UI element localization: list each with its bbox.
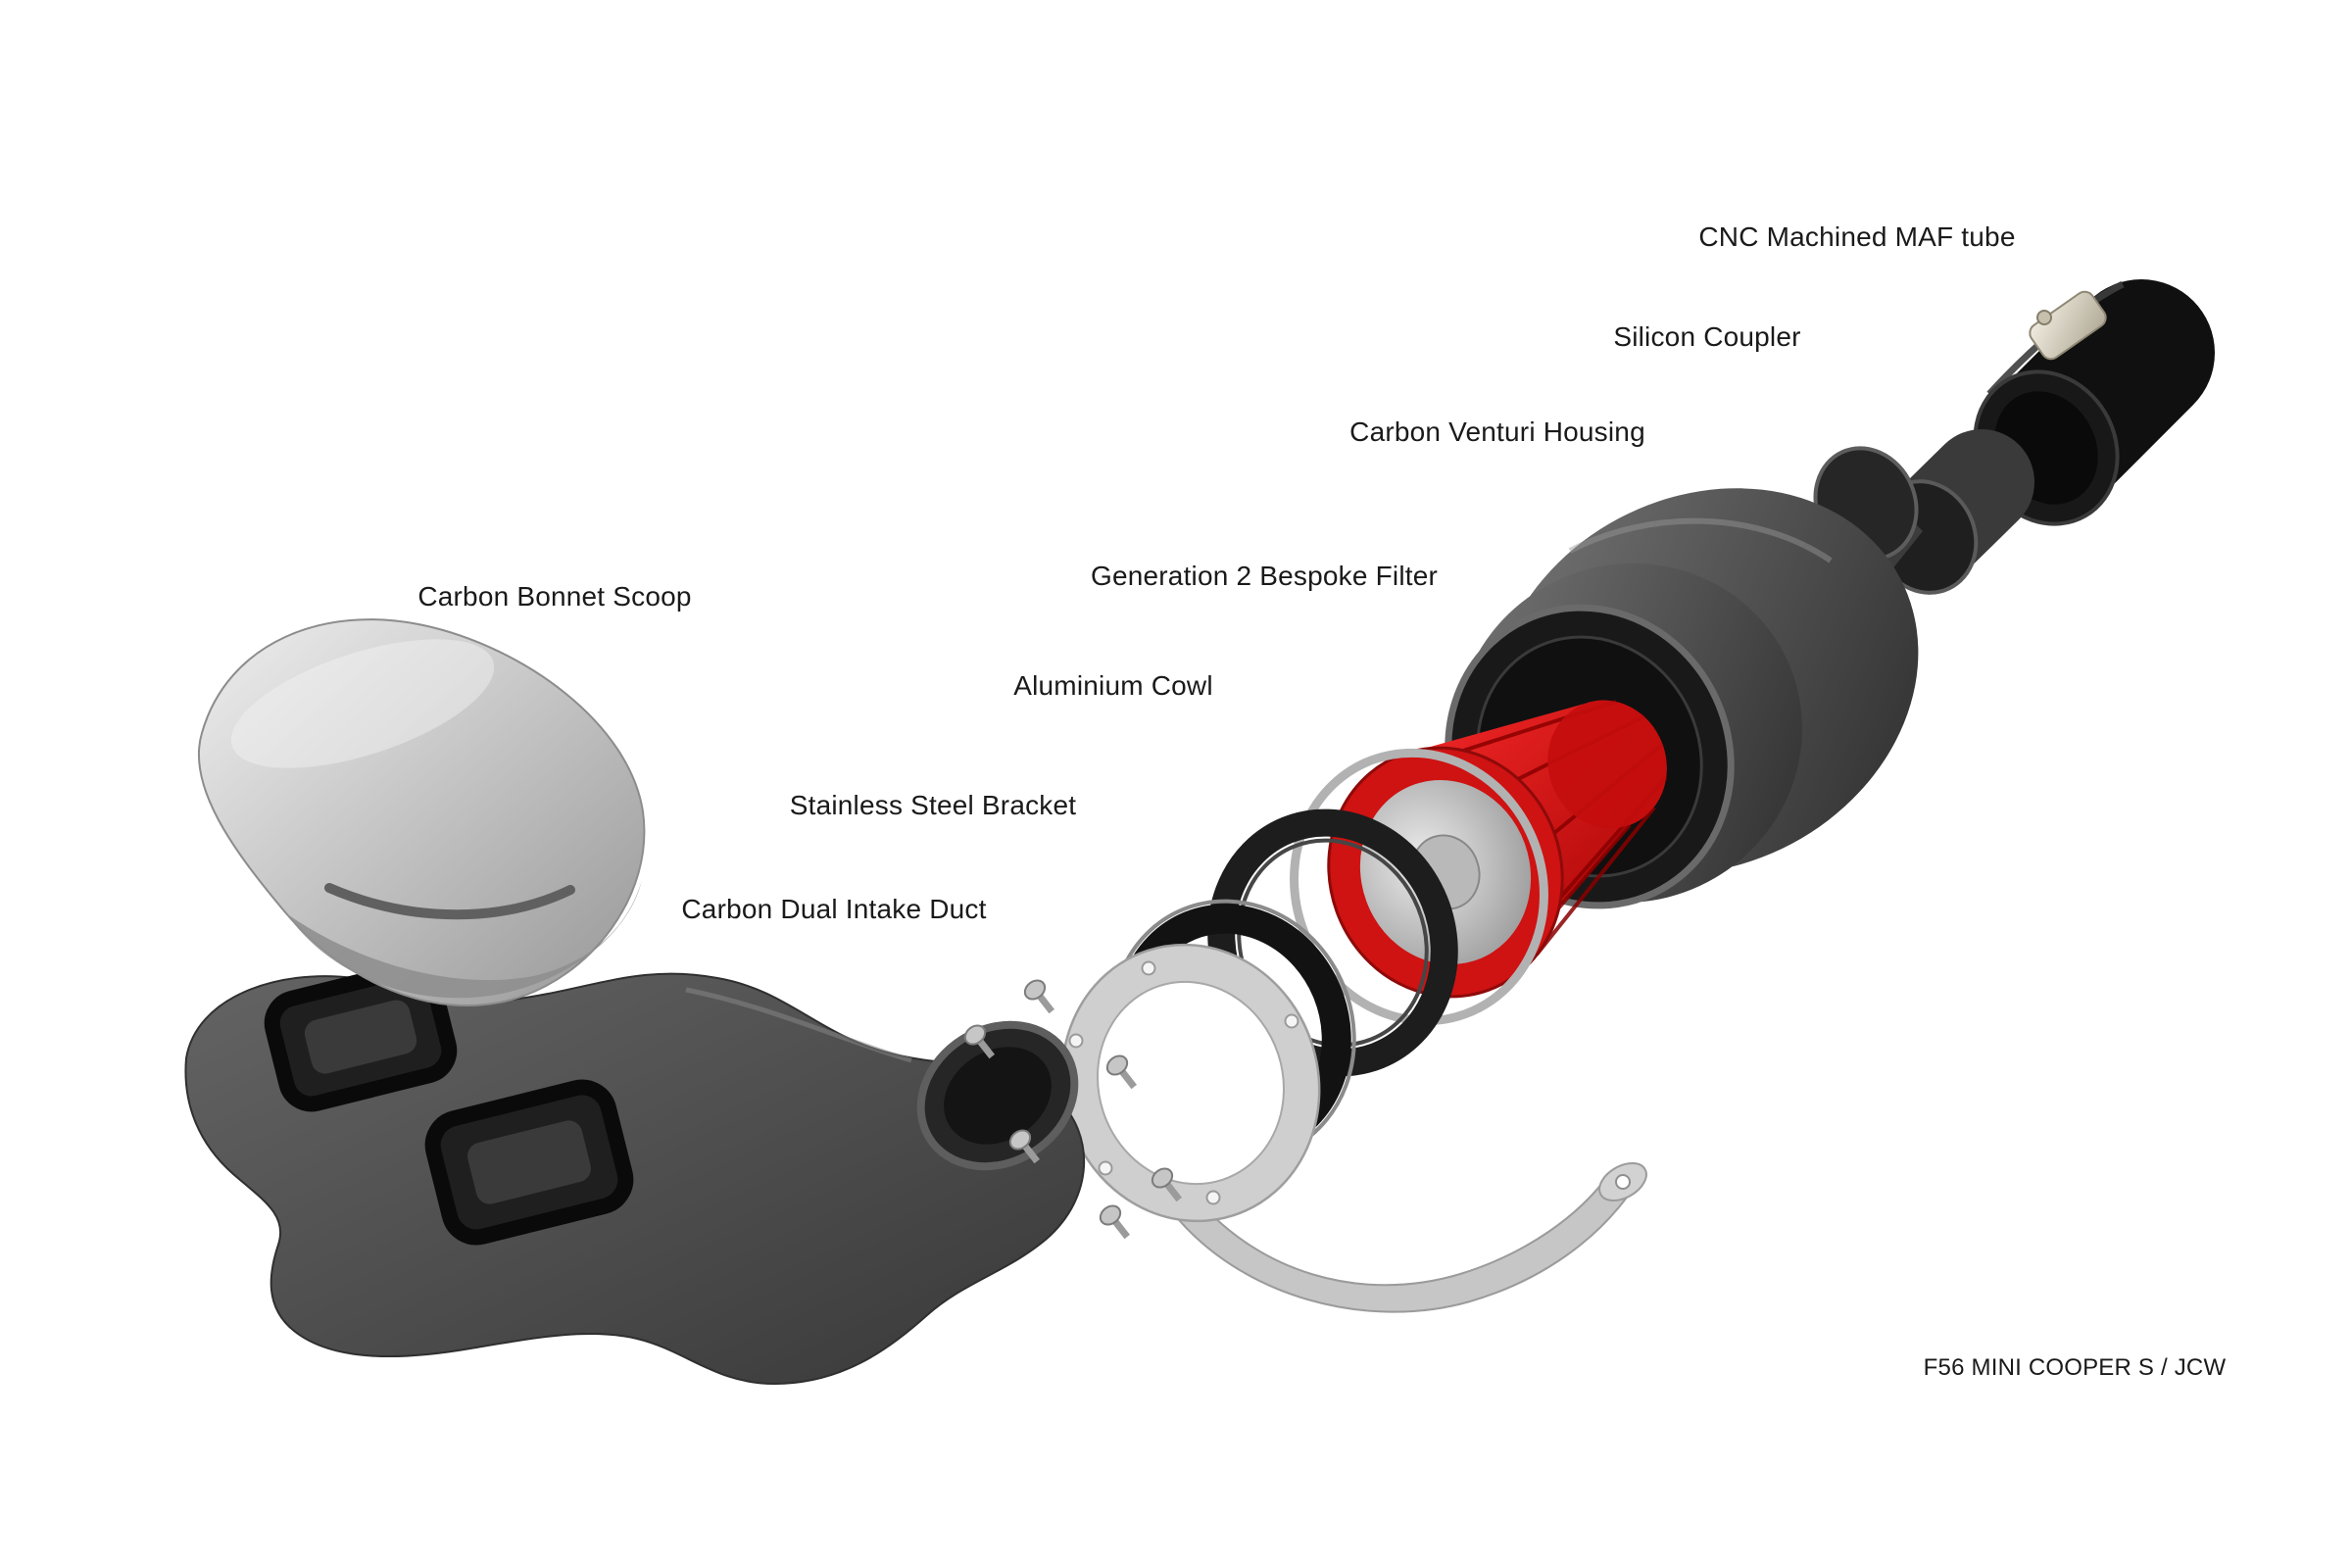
label-steel-bracket: Stainless Steel Bracket bbox=[789, 790, 1077, 820]
label-intake-duct: Carbon Dual Intake Duct bbox=[681, 894, 987, 924]
label-venturi-housing: Carbon Venturi Housing bbox=[1349, 416, 1645, 447]
label-silicon-coupler: Silicon Coupler bbox=[1613, 321, 1801, 352]
label-aluminium-cowl: Aluminium Cowl bbox=[1013, 670, 1213, 701]
bespoke-filter-part bbox=[1327, 700, 1668, 999]
bracket-holes bbox=[1068, 960, 1299, 1205]
steel-bracket-part bbox=[1060, 943, 1647, 1313]
label-bonnet-scoop: Carbon Bonnet Scoop bbox=[417, 581, 692, 612]
label-bespoke-filter: Generation 2 Bespoke Filter bbox=[1090, 561, 1439, 591]
intake-duct-part bbox=[184, 961, 1085, 1386]
maf-sensor-fitting bbox=[2029, 290, 2107, 361]
duct-gasket-seals bbox=[264, 961, 634, 1246]
label-maf-tube: CNC Machined MAF tube bbox=[1698, 221, 2016, 252]
mounting-screws bbox=[963, 979, 1182, 1240]
diagram-caption: F56 MINI COOPER S / JCW bbox=[1923, 1354, 2227, 1381]
bonnet-scoop-part bbox=[197, 618, 646, 1007]
